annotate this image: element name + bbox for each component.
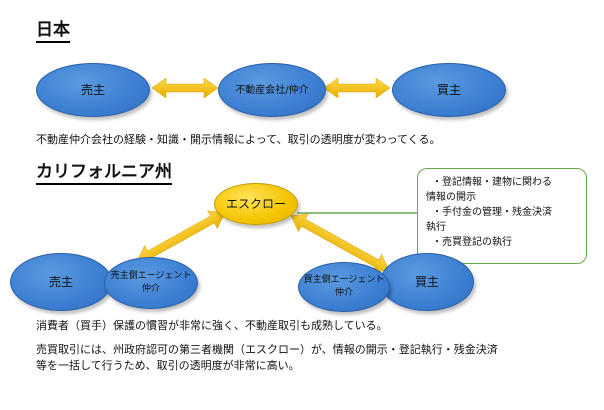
california-seller-label: 売主	[48, 274, 73, 289]
escrow-duties-callout: ・登記情報・建物に関わる 情報の開示 ・手付金の管理・残金決済 執行 ・売買登記…	[417, 168, 587, 264]
seller-agent-label: 売主側エージェント 仲介	[110, 271, 192, 294]
escrow-node: エスクロー	[214, 183, 298, 225]
california-caption-2-line-1: 売買取引には、州政府認可の第三者機関（エスクロー）が、情報の開示・登記執行・残金…	[36, 343, 498, 356]
california-heading: カリフォルニア州	[36, 162, 172, 185]
buyer-agent-node: 買主側エージェント 仲介	[298, 262, 390, 312]
callout-line-2: 情報の開示	[426, 192, 476, 203]
japan-agent-label: 不動産会社/仲介	[235, 84, 309, 96]
japan-buyer-label: 買主	[436, 82, 461, 97]
japan-caption: 不動産仲介会社の経験・知識・開示情報によって、取引の透明度が変わってくる。	[36, 133, 441, 146]
japan-seller-label: 売主	[80, 82, 105, 97]
callout-line-4: 執行	[426, 222, 446, 233]
buyer-agent-label: 買主側エージェント 仲介	[303, 275, 385, 298]
california-seller-node: 売主	[10, 253, 112, 311]
japan-seller-node: 売主	[36, 63, 150, 117]
california-buyer-node: 買主	[380, 253, 474, 311]
california-caption-2-line-2: 等を一括して行うため、取引の透明度が非常に高い。	[36, 359, 300, 372]
california-caption-1: 消費者（買手）保護の慣習が非常に強く、不動産取引も成熟している。	[36, 319, 388, 332]
escrow-label: エスクロー	[225, 196, 286, 211]
japan-agent-node: 不動産会社/仲介	[218, 63, 326, 117]
callout-line-3: ・手付金の管理・残金決済	[432, 207, 552, 218]
double-arrow-agent-buyer	[323, 77, 391, 99]
japan-heading: 日本	[36, 20, 70, 43]
japan-buyer-node: 買主	[392, 63, 506, 117]
seller-agent-node: 売主側エージェント 仲介	[104, 257, 198, 309]
callout-line-1: ・登記情報・建物に関わる	[432, 177, 552, 188]
double-arrow-seller-agent	[151, 77, 219, 99]
california-buyer-label: 買主	[414, 274, 439, 289]
callout-line-5: ・売買登記の執行	[432, 237, 512, 248]
